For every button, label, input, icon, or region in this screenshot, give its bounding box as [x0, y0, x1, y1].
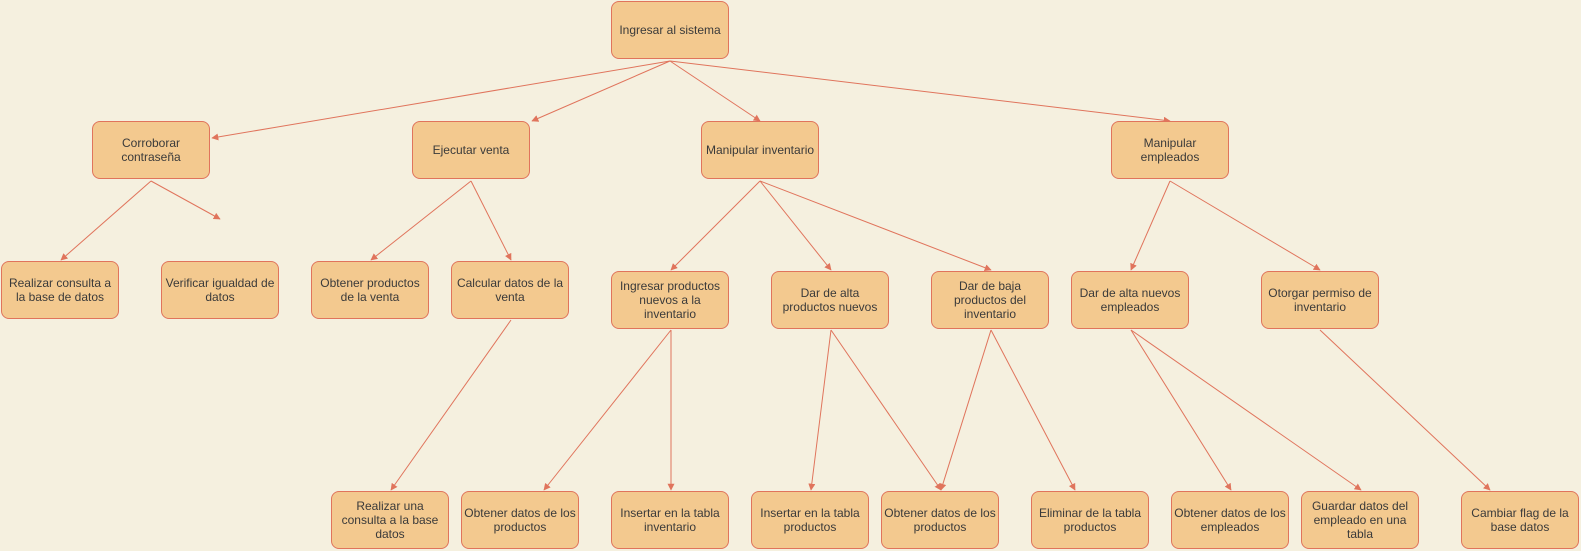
edge-ejecutar-obtener: [370, 180, 472, 261]
node-insertar-tabla-inventario[interactable]: Insertar en la tabla inventario: [611, 491, 729, 549]
edge-empleados-permiso: [1169, 180, 1321, 271]
node-eliminar-tabla-productos[interactable]: Eliminar de la tabla productos: [1031, 491, 1149, 549]
node-ingresar-productos[interactable]: Ingresar productos nuevos a la inventari…: [611, 271, 729, 329]
edge-altaempl-obtener: [1130, 329, 1232, 491]
edge-root-corroborar: [211, 60, 671, 141]
node-insertar-tabla-productos[interactable]: Insertar en la tabla productos: [751, 491, 869, 549]
node-corroborar-contrasena[interactable]: Corroborar contraseña: [92, 121, 210, 179]
node-obtener-datos-empleados[interactable]: Obtener datos de los empleados: [1171, 491, 1289, 549]
edge-corroborar-dangling: [150, 180, 221, 220]
edge-alta-obtener2: [830, 329, 942, 491]
node-obtener-datos-productos-2[interactable]: Obtener datos de los productos: [881, 491, 999, 549]
node-ingresar-sistema[interactable]: Ingresar al sistema: [611, 1, 729, 59]
edge-inventario-baja: [759, 180, 992, 272]
edge-calcular-consulta2: [390, 319, 512, 491]
node-baja-productos[interactable]: Dar de baja productos del inventario: [931, 271, 1049, 329]
edge-root-ejecutar: [531, 60, 671, 122]
node-alta-empleados[interactable]: Dar de alta nuevos empleados: [1071, 271, 1189, 329]
node-manipular-empleados[interactable]: Manipular empleados: [1111, 121, 1229, 179]
edge-baja-obtener2: [939, 329, 992, 491]
edge-root-empleados: [669, 60, 1171, 124]
edge-alta-insertar-prod: [808, 329, 832, 491]
edge-ejecutar-calcular: [470, 180, 512, 261]
edge-permiso-cambiar: [1319, 329, 1491, 491]
edge-corroborar-consulta: [60, 180, 152, 261]
edge-altaempl-guardar: [1130, 329, 1362, 491]
node-manipular-inventario[interactable]: Manipular inventario: [701, 121, 819, 179]
edge-ingresar-obtener: [543, 329, 672, 491]
edge-baja-eliminar: [990, 329, 1076, 491]
node-obtener-productos-venta[interactable]: Obtener productos de la venta: [311, 261, 429, 319]
node-calcular-datos-venta[interactable]: Calcular datos de la venta: [451, 261, 569, 319]
edge-root-inventario: [669, 60, 761, 122]
node-otorgar-permiso[interactable]: Otorgar permiso de inventario: [1261, 271, 1379, 329]
node-ejecutar-venta[interactable]: Ejecutar venta: [412, 121, 530, 179]
node-alta-productos[interactable]: Dar de alta productos nuevos: [771, 271, 889, 329]
node-obtener-datos-productos-1[interactable]: Obtener datos de los productos: [461, 491, 579, 549]
node-cambiar-flag[interactable]: Cambiar flag de la base datos: [1461, 491, 1579, 549]
edge-inventario-ingresar: [670, 180, 761, 271]
edge-empleados-alta: [1130, 180, 1171, 271]
node-realizar-consulta-bd2[interactable]: Realizar una consulta a la base datos: [331, 491, 449, 549]
node-realizar-consulta-bd[interactable]: Realizar consulta a la base de datos: [1, 261, 119, 319]
edge-inventario-alta: [759, 180, 832, 271]
node-guardar-datos-empleado[interactable]: Guardar datos del empleado en una tabla: [1301, 491, 1419, 549]
node-verificar-igualdad[interactable]: Verificar igualdad de datos: [161, 261, 279, 319]
